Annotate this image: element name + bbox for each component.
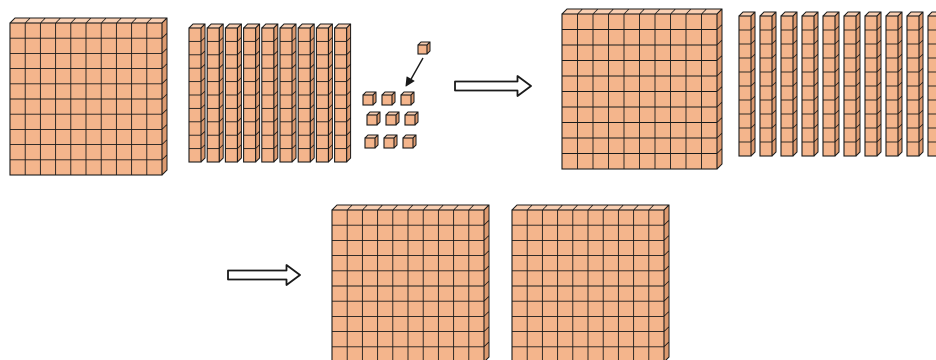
unit-cube [405,112,418,125]
unit-cube [384,135,397,148]
ten-rod [298,24,314,162]
unit-cube [386,112,399,125]
ten-rod [928,12,936,156]
ten-rod [189,24,205,162]
transition-arrow-1 [455,76,531,96]
ten-rod [280,24,296,162]
ten-rod [823,12,839,156]
unit-cube [401,92,414,105]
ten-rod [244,24,260,162]
ten-rod [907,12,923,156]
ten-rod [760,12,776,156]
regroup-pointer-arrow [406,58,423,86]
ten-rod [316,24,332,162]
hundred-flat [512,205,669,360]
hundred-flat [10,18,167,175]
ten-rod [335,24,351,162]
ten-rod [262,24,278,162]
hundred-flat [562,9,722,169]
ten-rod [802,12,818,156]
unit-cube [367,112,380,125]
unit-cubes-group [363,42,430,148]
ten-rod [225,24,241,162]
ten-rod [739,12,755,156]
ten-rod [207,24,223,162]
unit-cube [403,135,416,148]
ten-rods-group [739,12,936,156]
ten-rods-group [189,24,351,162]
unit-cube [418,42,430,54]
ten-rod [886,12,902,156]
ten-rod [781,12,797,156]
ten-rod [844,12,860,156]
unit-cube [363,92,376,105]
hundred-flat [332,205,489,360]
unit-cube [382,92,395,105]
transition-arrow-2 [228,265,300,285]
unit-cube [365,135,378,148]
ten-rod [865,12,881,156]
